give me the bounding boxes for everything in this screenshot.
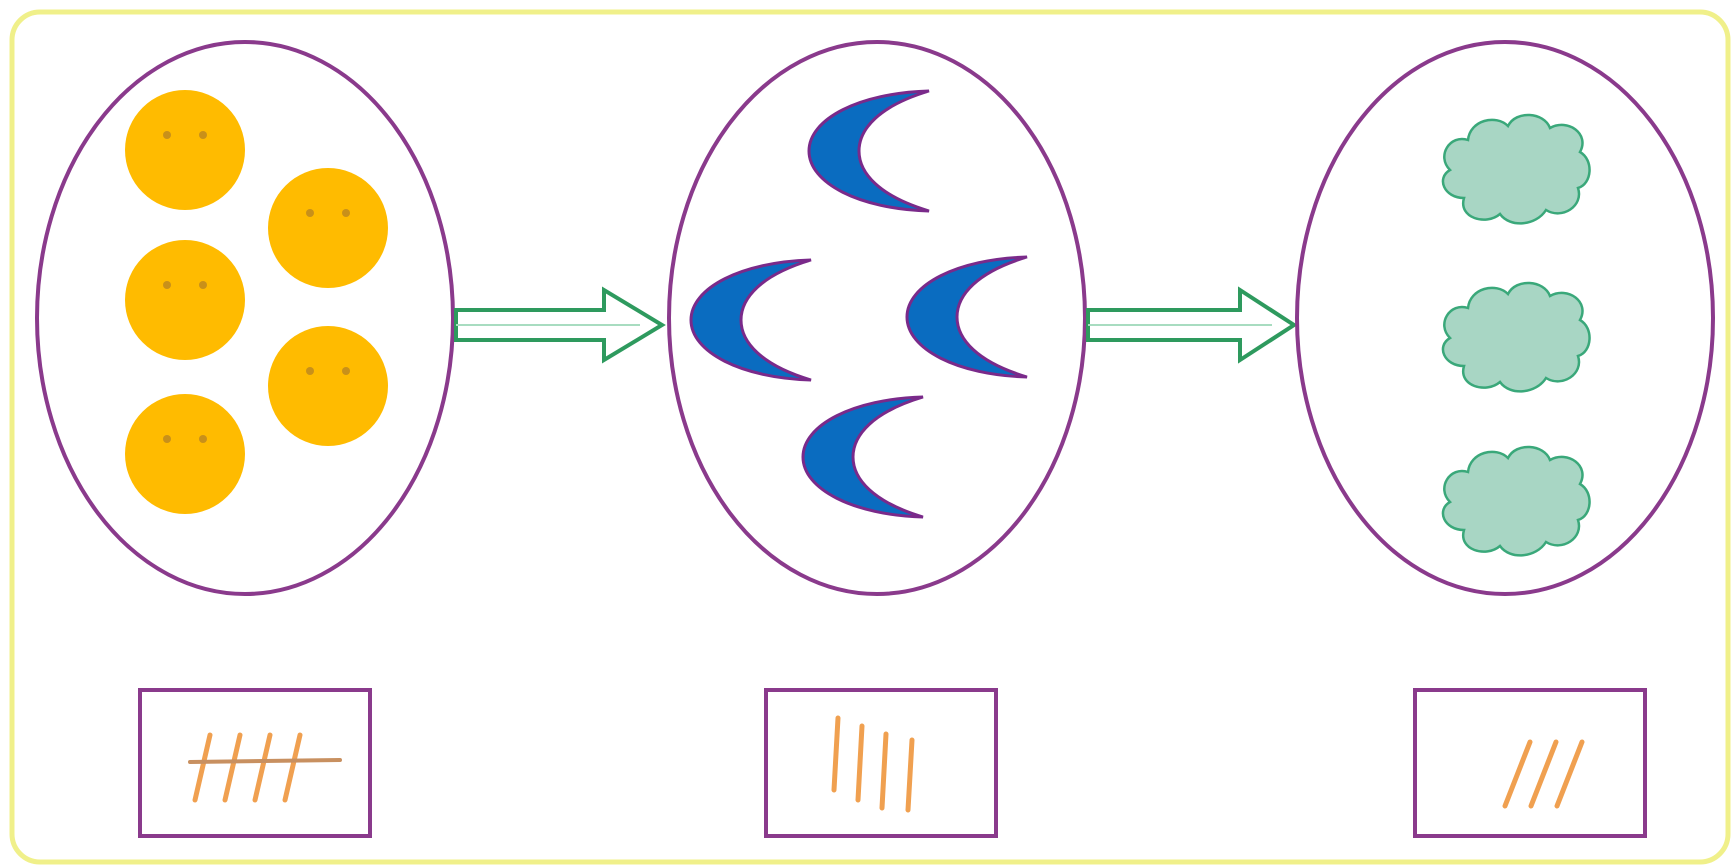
sun-face-icon	[125, 90, 245, 210]
sun-face-icon	[268, 168, 388, 288]
sun-face-icon	[125, 394, 245, 514]
oval-suns	[35, 40, 455, 596]
arrow-right-1	[454, 286, 666, 364]
group-clouds	[1295, 40, 1715, 596]
oval-moons	[667, 40, 1087, 596]
tally-box-4	[764, 688, 998, 838]
tally-box-5	[138, 688, 372, 838]
tally-box-3	[1413, 688, 1647, 838]
sun-face-icon	[268, 326, 388, 446]
sun-face-icon	[125, 240, 245, 360]
group-moons	[667, 40, 1087, 596]
group-suns	[35, 40, 455, 596]
arrow-right-2	[1086, 286, 1298, 364]
